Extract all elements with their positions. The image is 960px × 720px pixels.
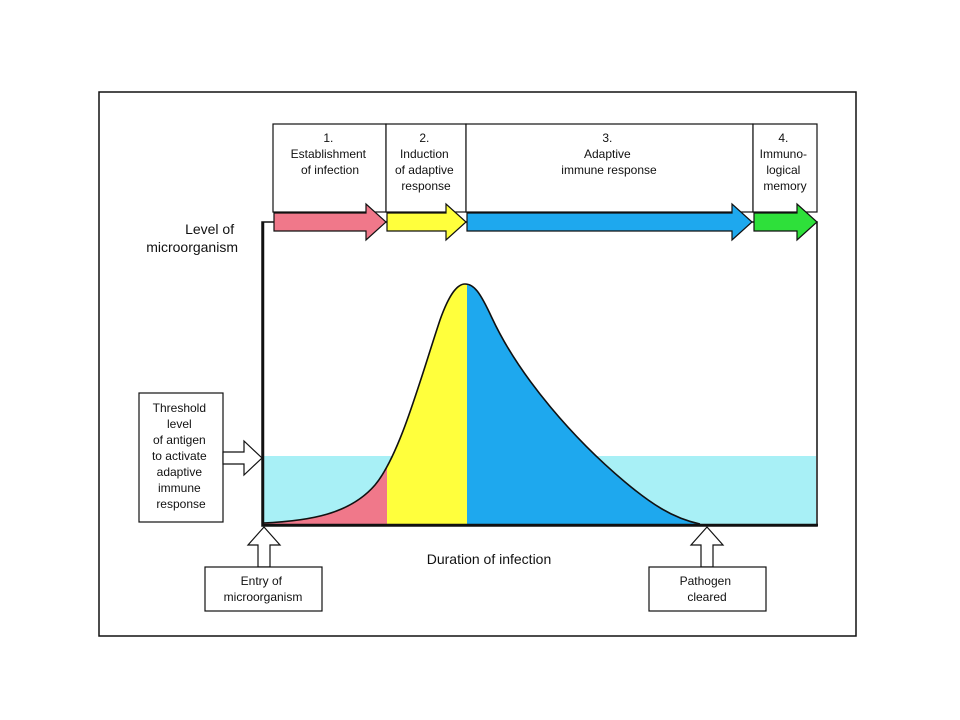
- threshold-line-3: of antigen: [153, 433, 206, 447]
- threshold-line-7: response: [156, 497, 206, 511]
- y-axis-label-line-2: microorganism: [146, 239, 238, 255]
- entry-line-2: microorganism: [224, 590, 303, 604]
- phase-2-line-2: of adaptive: [395, 163, 454, 177]
- phase-box-4: [752, 123, 818, 213]
- phase-arrow-1: [273, 202, 387, 242]
- phase-label-1: 1. Establishment of infection: [291, 131, 370, 177]
- cleared-line-1: Pathogen: [680, 574, 731, 588]
- phase-4-line-2: logical: [766, 163, 800, 177]
- y-axis-label: Level of microorganism: [146, 221, 238, 255]
- phase-box-3: [465, 123, 754, 213]
- cleared-label: Pathogen cleared: [680, 574, 735, 604]
- threshold-line-1: Threshold: [153, 401, 206, 415]
- phase-2-line-1: Induction: [400, 147, 449, 161]
- entry-callout-box: [204, 566, 323, 612]
- threshold-line-6: immune: [158, 481, 201, 495]
- phase-box-1: [272, 123, 387, 213]
- y-axis-label-line-1: Level of: [185, 221, 234, 237]
- cleared-pointer-arrow: [689, 526, 725, 568]
- phase-1-line-1: Establishment: [291, 147, 367, 161]
- phase-label-2: 2. Induction of adaptive response: [395, 131, 457, 193]
- phase-arrow-3: [466, 202, 753, 242]
- phase-3-number: 3.: [602, 131, 612, 145]
- phase-1-line-2: of infection: [301, 163, 359, 177]
- phase-3-line-1: Adaptive: [584, 147, 631, 161]
- threshold-line-5: adaptive: [157, 465, 203, 479]
- phase-2-number: 2.: [419, 131, 429, 145]
- entry-label: Entry of microorganism: [224, 574, 303, 604]
- cleared-line-2: cleared: [687, 590, 726, 604]
- threshold-line-4: to activate: [152, 449, 207, 463]
- threshold-pointer-arrow: [222, 439, 263, 477]
- threshold-label: Threshold level of antigen to activate a…: [152, 401, 210, 511]
- phase-arrow-2: [386, 202, 467, 242]
- threshold-line-2: level: [167, 417, 192, 431]
- phase-3-line-2: immune response: [561, 163, 657, 177]
- cleared-callout-box: [648, 566, 767, 612]
- phase-label-3: 3. Adaptive immune response: [561, 131, 657, 177]
- entry-pointer-arrow: [246, 526, 282, 568]
- x-axis-label: Duration of infection: [427, 551, 552, 567]
- phase-2-line-3: response: [401, 179, 451, 193]
- microorganism-level-curve: [262, 283, 701, 525]
- phase-box-2: [385, 123, 467, 213]
- threshold-callout-box: [138, 392, 224, 523]
- phase-1-number: 1.: [323, 131, 333, 145]
- entry-line-1: Entry of: [241, 574, 283, 588]
- phase-4-line-3: memory: [763, 179, 806, 193]
- phase-4-line-1: Immuno-: [760, 147, 807, 161]
- phase-label-4: 4. Immuno- logical memory: [760, 131, 811, 193]
- phase-arrow-4: [753, 202, 818, 242]
- phase-4-number: 4.: [778, 131, 788, 145]
